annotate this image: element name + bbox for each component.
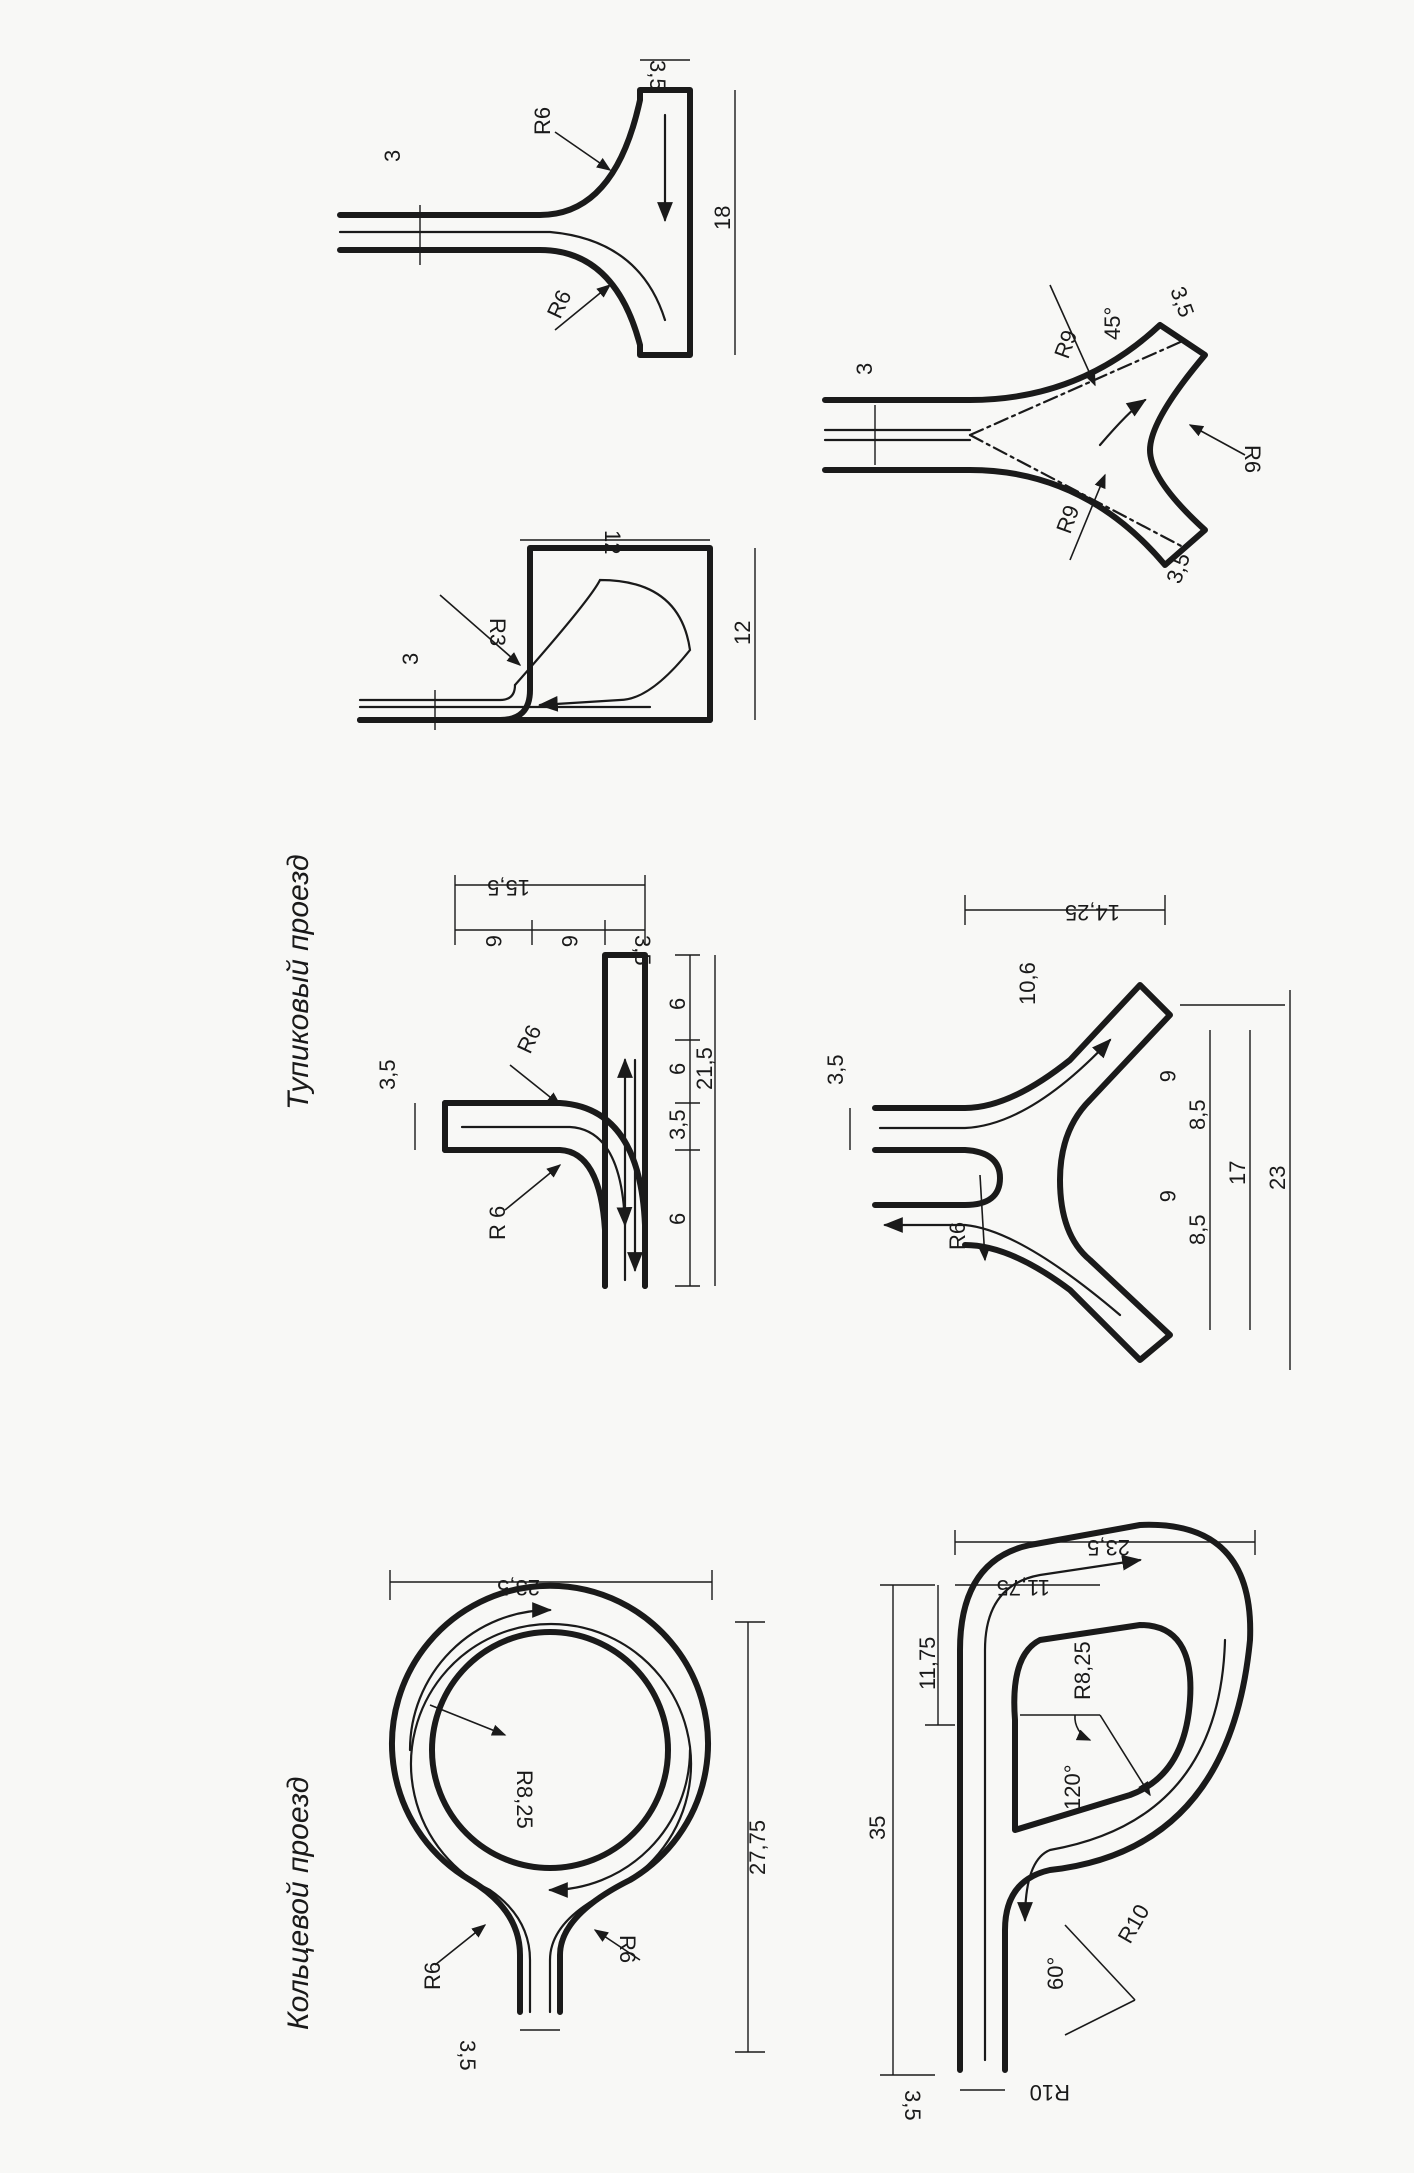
ll-d12-top: 12 (600, 530, 625, 554)
teardrop-width: 3,5 (900, 2090, 925, 2121)
yj-d85-b: 8,5 (1185, 1214, 1210, 1245)
title-dead-end-road: Тупиковый проезд (282, 854, 315, 1110)
ya-d35-bottom: 3,5 (1161, 549, 1195, 586)
dead-end-y-angle-figure (822, 284, 1246, 568)
ring-top-r825: R8,25 (512, 1770, 537, 1829)
tj-width: 3,5 (375, 1059, 400, 1090)
tj-d35-b: 3,5 (630, 935, 655, 966)
tj-d6-e: 6 (481, 935, 506, 947)
dead-end-l-loop-figure (357, 539, 756, 730)
tw-d35: 3,5 (645, 60, 670, 91)
teardrop-d235: 23,5 (1087, 1535, 1130, 1560)
tj-r6-top: R6 (512, 1021, 547, 1057)
teardrop-r10-lower: R10 (1030, 2080, 1070, 2105)
ya-angle45: 45° (1100, 307, 1125, 340)
ya-d35-top: 3,5 (1165, 283, 1199, 320)
teardrop-d1175-vertical: 11,75 (915, 1637, 940, 1690)
ll-d12-right: 12 (730, 621, 755, 645)
ll-width: 3 (398, 653, 423, 665)
yj-r6: R6 (945, 1222, 970, 1250)
teardrop-r825: R8,25 (1070, 1641, 1095, 1700)
tw-width: 3 (380, 150, 405, 162)
teardrop-d1175-top: 11,75 (997, 1575, 1050, 1600)
yj-width: 3,5 (823, 1054, 848, 1085)
tj-d215: 21,5 (692, 1047, 717, 1090)
ring-top-width: 3,5 (455, 2040, 480, 2071)
yj-d6-a: 6 (1155, 1070, 1180, 1082)
dead-end-t-wide-figure (337, 59, 736, 358)
tj-d6-a: 6 (665, 998, 690, 1010)
dead-end-t-junction-figure (414, 875, 716, 1289)
yj-d6-b: 6 (1155, 1190, 1180, 1202)
ring-top-r6-right: R6 (615, 1935, 640, 1963)
ya-r9-top: R9 (1049, 327, 1082, 362)
ya-width: 3 (852, 363, 877, 375)
tw-r6-top: R6 (530, 107, 555, 135)
yj-d85-a: 8,5 (1185, 1099, 1210, 1130)
dead-end-y-junction-figure (849, 895, 1291, 1370)
tj-d6-d: 6 (557, 935, 582, 947)
ring-top-r6-left: R6 (420, 1962, 445, 1990)
ring-top-d2775: 27,75 (745, 1820, 770, 1875)
ll-r3: R3 (485, 618, 510, 646)
teardrop-r10-upper: R10 (1113, 1900, 1155, 1947)
yj-d1425: 14,25 (1065, 900, 1120, 925)
ring-road-teardrop-figure (880, 1521, 1256, 2091)
teardrop-d35: 35 (865, 1816, 890, 1840)
ya-r6: R6 (1240, 445, 1265, 473)
tj-d6-c: 6 (665, 1213, 690, 1225)
ya-r9-bottom: R9 (1051, 502, 1084, 537)
tj-d6-b: 6 (665, 1063, 690, 1075)
yj-d106: 10,6 (1015, 962, 1040, 1005)
yj-d23: 23 (1265, 1166, 1290, 1190)
title-ring-road: Кольцевой проезд (282, 1777, 315, 2030)
ring-road-circle-figure (389, 1570, 765, 2053)
tj-d155: 15,5 (487, 875, 530, 900)
tj-d35: 3,5 (665, 1109, 690, 1140)
tj-r6-bottom: R 6 (485, 1206, 510, 1240)
tw-d18: 18 (710, 206, 735, 230)
ring-top-d235: 23,5 (497, 1575, 540, 1600)
teardrop-angle120: 120° (1060, 1764, 1085, 1810)
yj-d17: 17 (1225, 1161, 1250, 1185)
teardrop-angle60: 60° (1043, 1957, 1068, 1990)
